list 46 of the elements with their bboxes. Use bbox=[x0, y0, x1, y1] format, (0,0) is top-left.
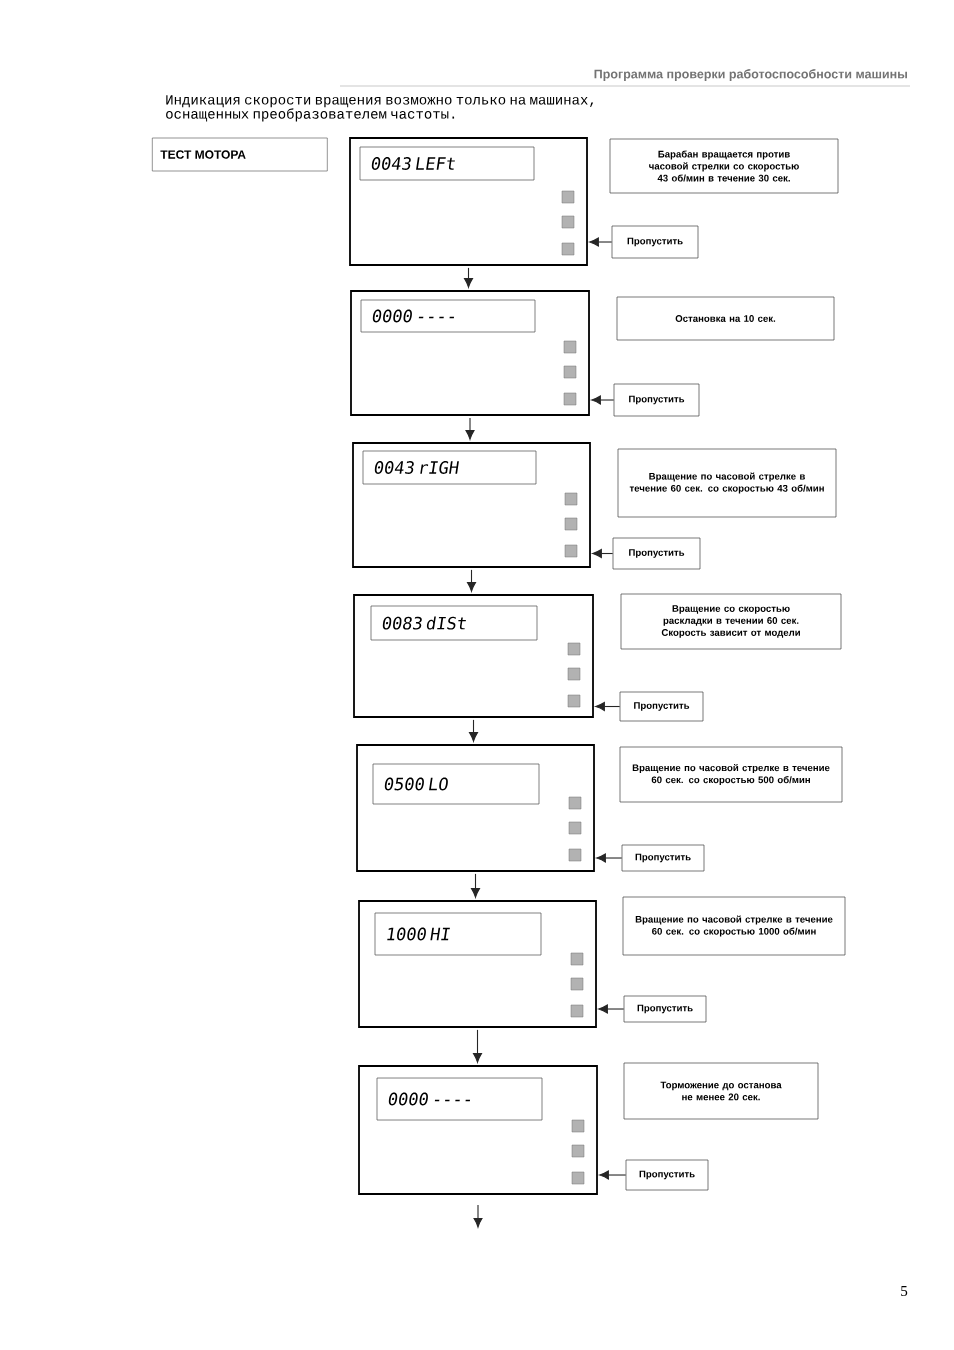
skip-button-box: Пропустить bbox=[611, 225, 699, 259]
control-panel bbox=[350, 290, 590, 416]
description-box: Вращение по часовой стрелке в течение 60 сек. со скоростью 1000 об/мин bbox=[622, 896, 846, 956]
arrow bbox=[599, 1170, 627, 1180]
display-screen: 0043 rIGH bbox=[362, 450, 537, 485]
skip-button-box: Пропустить bbox=[625, 1159, 709, 1191]
control-panel bbox=[352, 442, 591, 568]
control-panel bbox=[358, 900, 597, 1028]
control-panel bbox=[356, 744, 595, 872]
page-title: Программа проверки работоспособности машины bbox=[594, 69, 907, 81]
arrow bbox=[598, 1004, 625, 1014]
control-panel bbox=[353, 594, 594, 718]
display-screen: 0500 LO bbox=[372, 763, 540, 805]
text-box: ТЕСТ МОТОРА bbox=[152, 137, 328, 172]
note-text: Индикация скорости вращения возможно только на машинах, оснащенных преобразователем частоты. bbox=[166, 95, 594, 122]
skip-button-box: Пропустить bbox=[623, 995, 707, 1023]
arrow bbox=[473, 1204, 483, 1228]
arrow bbox=[595, 702, 621, 711]
description-box: Барабан вращается против часовой стрелки со скоростью 43 об/мин в течение 30 сек. bbox=[609, 138, 839, 194]
arrow bbox=[591, 395, 615, 405]
skip-button-box: Пропустить bbox=[613, 383, 700, 417]
arrow bbox=[465, 417, 475, 440]
description-box: Остановка на 10 сек. bbox=[616, 296, 835, 341]
arrow bbox=[469, 719, 478, 742]
arrow bbox=[596, 853, 623, 863]
skip-button-box: Пропустить bbox=[621, 844, 705, 872]
arrow bbox=[467, 569, 476, 592]
page-number: 5 bbox=[901, 1286, 908, 1296]
arrow bbox=[473, 1029, 482, 1063]
arrow bbox=[471, 873, 480, 898]
description-box: Вращение по часовой стрелке в течение 60 сек. со скоростью 43 об/мин bbox=[617, 448, 837, 518]
skip-button-box: Пропустить bbox=[612, 537, 701, 570]
display-screen: 1000 HI bbox=[374, 912, 542, 956]
arrow bbox=[592, 549, 614, 558]
arrow bbox=[589, 237, 613, 247]
description-box: Торможение до останова не менее 20 сек. bbox=[623, 1062, 819, 1120]
description-box: Вращение по часовой стрелке в течение 60 сек. со скоростью 500 об/мин bbox=[619, 746, 843, 803]
display-screen: 0083 dISt bbox=[370, 605, 538, 641]
display-screen: 0043 LEFt bbox=[359, 146, 535, 181]
display-screen: 0000 ---- bbox=[376, 1077, 543, 1121]
control-panel bbox=[358, 1065, 598, 1195]
skip-button-box: Пропустить bbox=[619, 691, 704, 722]
arrow bbox=[464, 267, 473, 288]
display-screen: 0000 ---- bbox=[360, 299, 536, 333]
control-panel bbox=[349, 137, 588, 266]
description-box: Вращение со скоростью раскладки в течении 60 сек. Скорость зависит от модели bbox=[620, 593, 842, 650]
